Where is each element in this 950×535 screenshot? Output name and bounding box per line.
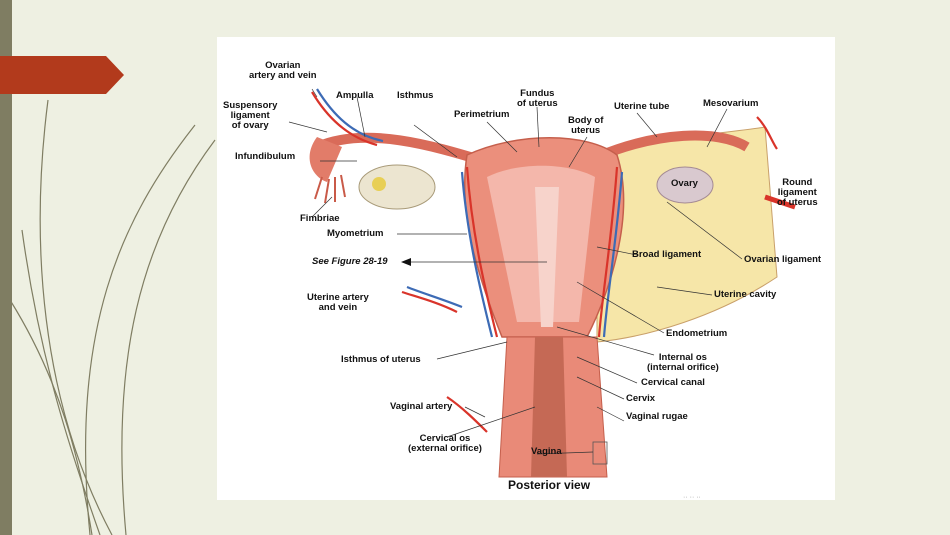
label-infundibulum: Infundibulum	[235, 151, 296, 162]
label-ovarian-ligament: Ovarian ligament	[744, 254, 822, 265]
decorative-swoosh-lines	[9, 99, 216, 535]
title-marker-arrow	[0, 56, 124, 94]
label-see-figure: See Figure 28-19	[312, 256, 388, 267]
label-fimbriae: Fimbriae	[300, 213, 340, 224]
label-myometrium: Myometrium	[327, 228, 384, 239]
label-cervical-os: Cervical os(external orifice)	[408, 433, 482, 454]
label-broad-ligament: Broad ligament	[632, 249, 702, 260]
label-vagina: Vagina	[531, 446, 562, 457]
slide-side-bar	[0, 0, 12, 535]
anatomy-illustration: ·· ·· ··	[288, 88, 796, 500]
figure-caption: Posterior view	[508, 478, 591, 492]
label-isthmus-of-uterus: Isthmus of uterus	[341, 354, 421, 365]
label-ovary: Ovary	[671, 178, 698, 189]
label-isthmus: Isthmus	[397, 90, 434, 101]
label-vaginal-artery: Vaginal artery	[390, 401, 453, 412]
label-ampulla: Ampulla	[336, 90, 374, 101]
label-cervix: Cervix	[626, 393, 656, 404]
label-perimetrium: Perimetrium	[454, 109, 510, 120]
label-internal-os: Internal os(internal orifice)	[647, 352, 719, 373]
label-mesovarium: Mesovarium	[703, 98, 759, 109]
label-endometrium: Endometrium	[666, 328, 728, 339]
label-uterine-tube: Uterine tube	[614, 101, 670, 112]
label-uterine-cavity: Uterine cavity	[714, 289, 777, 300]
label-vaginal-rugae: Vaginal rugae	[626, 411, 688, 422]
label-cervical-canal: Cervical canal	[641, 377, 705, 388]
svg-text:·· ·· ··: ·· ·· ··	[683, 494, 701, 500]
